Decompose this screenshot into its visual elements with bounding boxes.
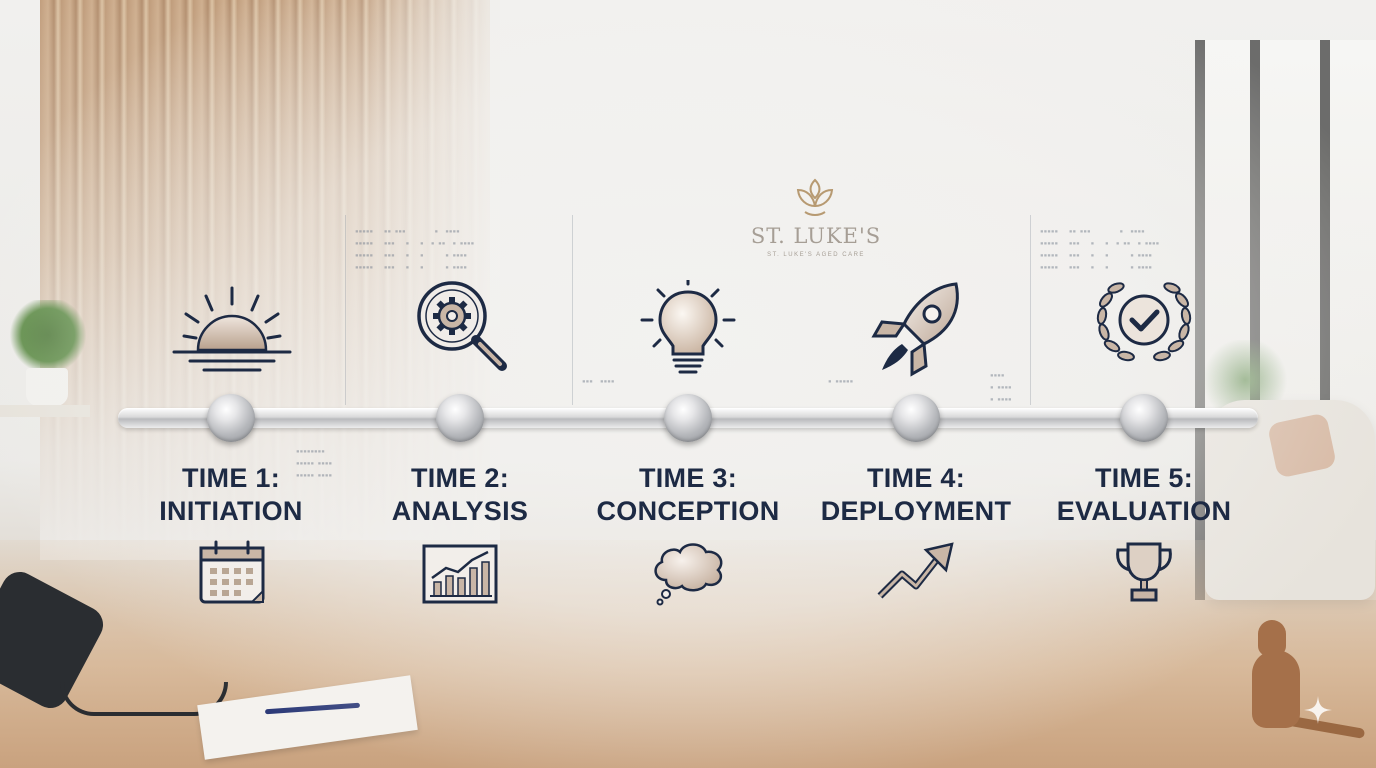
timeline-knob-2[interactable] <box>436 394 484 442</box>
stage-time: TIME 3: <box>638 463 738 493</box>
sunrise-icon <box>172 286 292 372</box>
overlay-data-text: ▪▪▪▪▪ ▪▪ ▪▪▪ ▪ ▪▪▪▪ ▪▪▪▪▪ ▪▪▪ ▪ ▪ ▪ ▪▪ ▪… <box>1040 228 1160 271</box>
logo-subtitle: ST. LUKE'S AGED CARE <box>767 252 865 258</box>
overlay-divider <box>345 215 346 405</box>
stage-time: TIME 2: <box>410 463 510 493</box>
trophy-icon <box>1116 542 1172 602</box>
leaf-logo-icon <box>796 178 834 216</box>
stage-name: EVALUATION <box>1056 496 1232 526</box>
stage-label-5: TIME 5: EVALUATION <box>1024 462 1264 528</box>
stage-label-2: TIME 2: ANALYSIS <box>340 462 580 528</box>
overlay-data-text: ▪▪▪▪ ▪ ▪▪▪▪ ▪ ▪▪▪▪ <box>990 372 1012 403</box>
sparkle-icon <box>1304 696 1332 724</box>
laurel-check-icon <box>1096 282 1192 362</box>
overlay-data-text: ▪▪▪ ▪▪▪▪ <box>582 378 615 385</box>
logo-name: ST. LUKE'S <box>750 224 882 248</box>
timeline-knob-1[interactable] <box>207 394 255 442</box>
stage-name: DEPLOYMENT <box>820 496 1012 526</box>
overlay-data-text: ▪▪▪▪▪▪▪▪ ▪▪▪▪▪ ▪▪▪▪ ▪▪▪▪▪ ▪▪▪▪ <box>296 448 333 479</box>
timeline-knob-4[interactable] <box>892 394 940 442</box>
trend-arrow-icon <box>877 542 954 599</box>
stage-label-4: TIME 4: DEPLOYMENT <box>796 462 1036 528</box>
stage-name: ANALYSIS <box>391 496 529 526</box>
calendar-icon <box>199 540 265 604</box>
thought-cloud-icon <box>654 543 723 606</box>
overlay-data-text: ▪ ▪▪▪▪▪ <box>828 378 854 385</box>
rocket-icon <box>871 282 959 377</box>
overlay-data-text: ▪▪▪▪▪ ▪▪ ▪▪▪ ▪ ▪▪▪▪ ▪▪▪▪▪ ▪▪▪ ▪ ▪ ▪ ▪▪ ▪… <box>355 228 475 271</box>
stage-label-3: TIME 3: CONCEPTION <box>568 462 808 528</box>
stage-label-1: TIME 1: INITIATION <box>111 462 351 528</box>
stage-name: INITIATION <box>159 496 303 526</box>
magnifier-gear-icon <box>417 281 507 371</box>
overlay-divider <box>1030 215 1031 405</box>
bar-chart-icon <box>422 544 498 604</box>
stage-name: CONCEPTION <box>596 496 780 526</box>
stage-time: TIME 1: <box>181 463 281 493</box>
stage-time: TIME 4: <box>866 463 966 493</box>
overlay-divider <box>572 215 573 405</box>
stage-time: TIME 5: <box>1094 463 1194 493</box>
lightbulb-icon <box>640 280 736 374</box>
timeline-knob-5[interactable] <box>1120 394 1168 442</box>
timeline-knob-3[interactable] <box>664 394 712 442</box>
